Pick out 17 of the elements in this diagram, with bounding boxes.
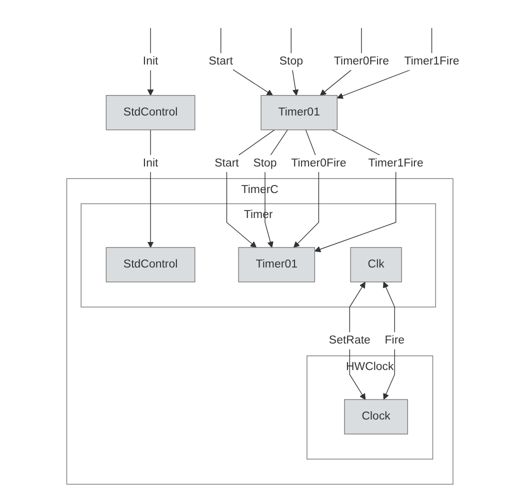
node-box: Clk [350, 247, 402, 282]
node-box: StdControl [106, 247, 196, 282]
arrow [265, 129, 288, 248]
arrow [148, 28, 154, 96]
edge-label: Timer1Fire [368, 157, 424, 170]
edge-label: Stop [254, 157, 278, 170]
edge-label: Fire [385, 334, 405, 346]
arrow [291, 28, 300, 96]
arrow [148, 129, 154, 248]
edge-label: SetRate [329, 334, 371, 346]
node-box: Timer01 [261, 95, 338, 130]
arrow [384, 282, 396, 400]
node-box: Timer01 [238, 247, 316, 282]
edge-label: Timer0Fire [292, 157, 347, 170]
edge-label: Start [215, 157, 240, 170]
node-box: Clock [344, 399, 408, 434]
node-box: StdControl [106, 95, 196, 130]
